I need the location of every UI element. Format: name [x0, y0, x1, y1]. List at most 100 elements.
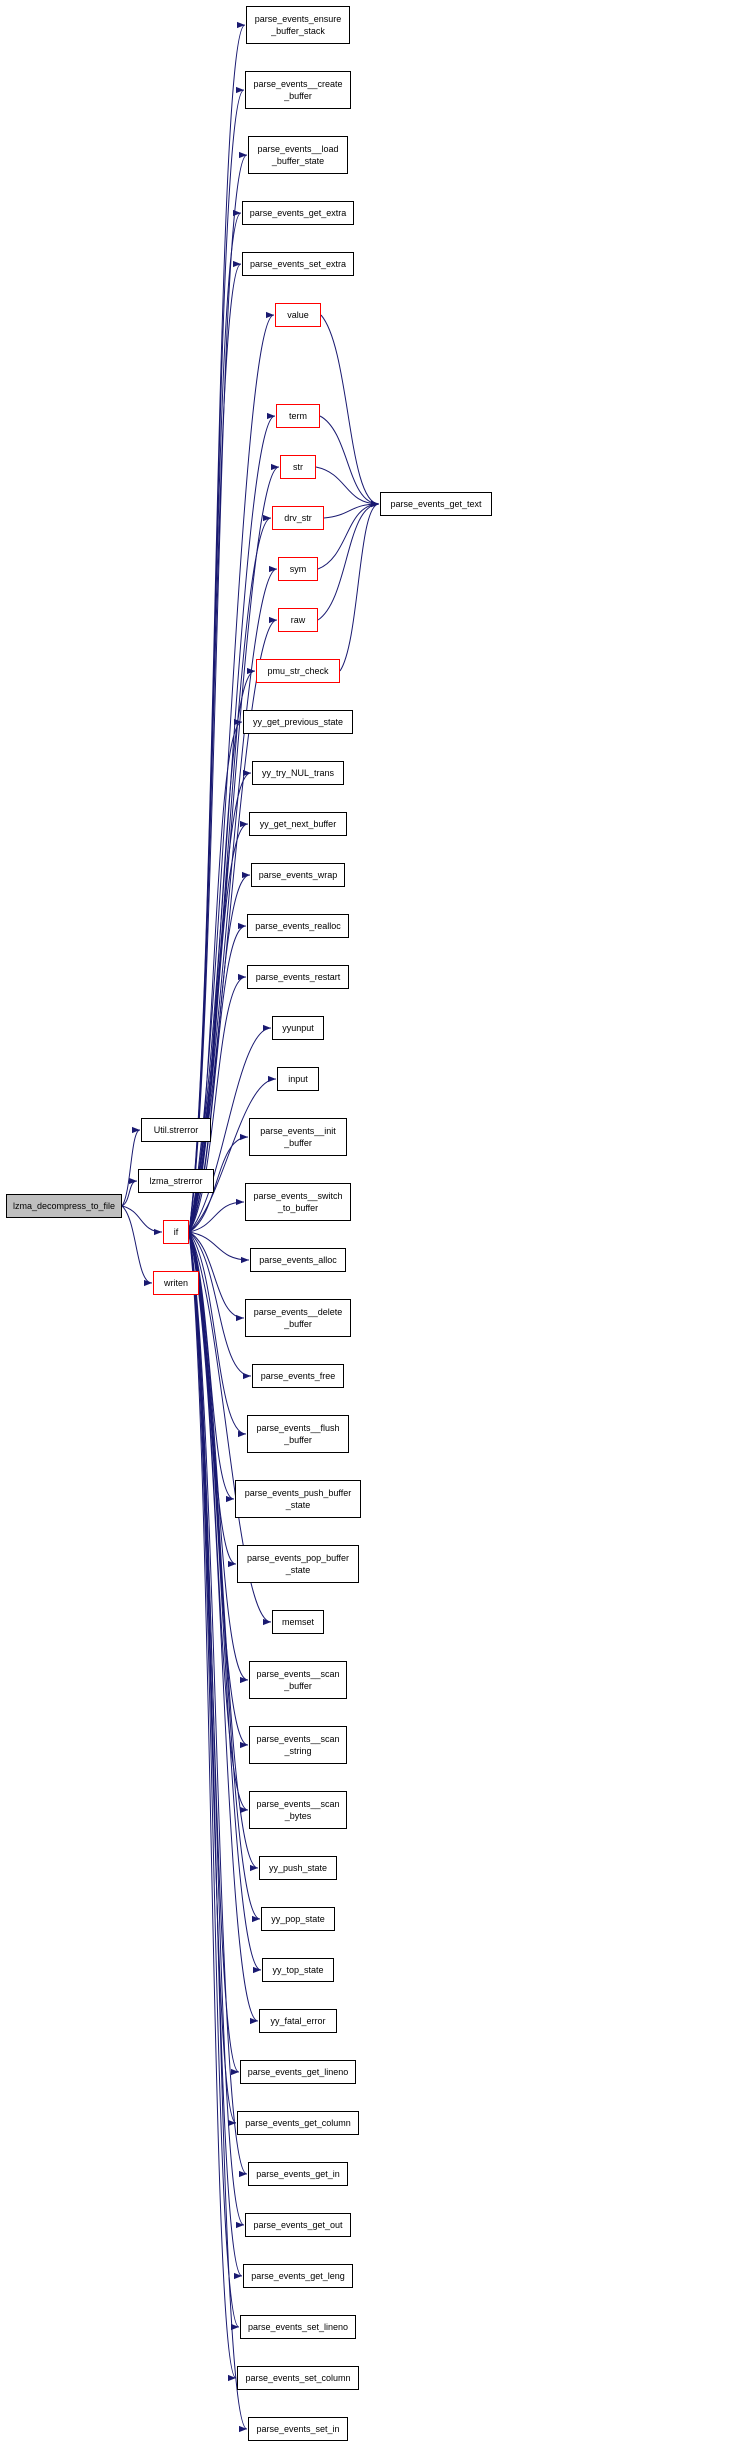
graph-node-label: parse_events_alloc — [259, 1255, 337, 1265]
graph-node-label: yy_pop_state — [271, 1914, 325, 1924]
graph-node-parse-events-scan-string[interactable]: parse_events__scan_string — [249, 1726, 347, 1764]
graph-node-parse-events-get-lineno[interactable]: parse_events_get_lineno — [240, 2060, 356, 2084]
graph-node-parse-events-pop-buffer-state[interactable]: parse_events_pop_buffer_state — [237, 1545, 359, 1583]
graph-node-label: _buffer — [284, 1138, 312, 1148]
graph-node-label: yy_get_previous_state — [252, 717, 344, 727]
graph-node-label: if — [173, 1227, 179, 1237]
call-edge-if-to-parse-events-free — [188, 1231, 252, 1380]
graph-node-parse-events-delete-buffer[interactable]: parse_events__delete_buffer — [245, 1299, 351, 1337]
graph-node-yy-fatal-error[interactable]: yy_fatal_error — [259, 2009, 337, 2033]
graph-node-label: parse_events_push_buffer — [244, 1488, 352, 1498]
call-edge-lzma-decompress-to-file-to-if — [121, 1205, 163, 1236]
graph-node-label: parse_events_get_column — [245, 2118, 351, 2128]
graph-node-value[interactable]: value — [275, 303, 321, 327]
graph-node-label: parse_events_set_extra — [249, 259, 347, 269]
graph-node-pmu-str-check[interactable]: pmu_str_check — [256, 659, 340, 683]
graph-node-label: _buffer — [284, 91, 312, 101]
graph-node-label: str — [293, 462, 303, 472]
graph-node-yy-try-NUL-trans[interactable]: yy_try_NUL_trans — [252, 761, 344, 785]
graph-node-parse-events-create-buffer[interactable]: parse_events__create _buffer — [245, 71, 351, 109]
graph-node-sym[interactable]: sym — [278, 557, 318, 581]
graph-node-memset[interactable]: memset — [272, 1610, 324, 1634]
call-edge-if-to-parse-events-switch-to-buffer — [188, 1198, 245, 1233]
graph-node-raw[interactable]: raw — [278, 608, 318, 632]
graph-node-label: lzma_strerror — [149, 1176, 203, 1186]
graph-node-label: parse_events__init — [260, 1126, 336, 1136]
graph-node-parse-events-get-extra[interactable]: parse_events_get_extra — [242, 201, 354, 225]
graph-node-writen[interactable]: writen — [153, 1271, 199, 1295]
graph-node-yy-get-next-buffer[interactable]: yy_get_next_buffer — [249, 812, 347, 836]
call-edge-if-to-memset — [188, 1231, 272, 1626]
graph-node-parse-events-load-buffer-state[interactable]: parse_events__load_buffer_state — [248, 136, 348, 174]
graph-node-parse-events-set-lineno[interactable]: parse_events_set_lineno — [240, 2315, 356, 2339]
graph-node-lzma-strerror[interactable]: lzma_strerror — [138, 1169, 214, 1193]
graph-node-label: _buffer_stack — [271, 26, 325, 36]
graph-node-parse-events-get-leng[interactable]: parse_events_get_leng — [243, 2264, 353, 2288]
graph-node-label: parse_events__scan — [256, 1734, 340, 1744]
call-edge-if-to-yy-pop-state — [188, 1231, 261, 1922]
graph-node-label: _bytes — [284, 1811, 312, 1821]
call-edge-if-to-parse-events-set-in — [188, 1231, 248, 2432]
graph-node-label: parse_events_wrap — [258, 870, 338, 880]
graph-node-parse-events-realloc[interactable]: parse_events_realloc — [247, 914, 349, 938]
call-edge-str-to-parse-events-get-text — [315, 466, 380, 508]
graph-node-parse-events-get-out[interactable]: parse_events_get_out — [245, 2213, 351, 2237]
graph-node-label: _buffer_state — [271, 156, 325, 166]
graph-node-yy-top-state[interactable]: yy_top_state — [262, 1958, 334, 1982]
call-edge-raw-to-parse-events-get-text — [317, 500, 380, 621]
call-edge-value-to-parse-events-get-text — [320, 314, 380, 508]
graph-node-yy-push-state[interactable]: yy_push_state — [259, 1856, 337, 1880]
graph-node-label: parse_events_get_lineno — [247, 2067, 349, 2077]
graph-node-input[interactable]: input — [277, 1067, 319, 1091]
graph-node-parse-events-get-in[interactable]: parse_events_get_in — [248, 2162, 348, 2186]
call-edge-if-to-parse-events-get-out — [188, 1231, 245, 2228]
graph-node-drv-str[interactable]: drv_str — [272, 506, 324, 530]
graph-node-parse-events-scan-buffer[interactable]: parse_events__scan_buffer — [249, 1661, 347, 1699]
call-edge-if-to-parse-events-init-buffer — [188, 1133, 249, 1233]
graph-node-yy-pop-state[interactable]: yy_pop_state — [261, 1907, 335, 1931]
graph-node-label: parse_events_get_leng — [251, 2271, 345, 2281]
graph-node-parse-events-scan-bytes[interactable]: parse_events__scan_bytes — [249, 1791, 347, 1829]
call-edge-term-to-parse-events-get-text — [319, 415, 380, 508]
graph-node-yy-get-previous-state[interactable]: yy_get_previous_state — [243, 710, 353, 734]
graph-node-label: parse_events_set_in — [256, 2424, 340, 2434]
graph-node-str[interactable]: str — [280, 455, 316, 479]
graph-node-parse-events-get-column[interactable]: parse_events_get_column — [237, 2111, 359, 2135]
call-edge-if-to-parse-events-push-buffer-state — [188, 1231, 235, 1503]
graph-node-lzma-decompress-to-file: lzma_decompress_to_file — [6, 1194, 122, 1218]
graph-node-label: raw — [290, 615, 306, 625]
call-edge-if-to-parse-events-restart — [188, 973, 247, 1233]
graph-node-Util-strerror[interactable]: Util.strerror — [141, 1118, 211, 1142]
graph-node-parse-events-set-in[interactable]: parse_events_set_in — [248, 2417, 348, 2441]
graph-node-label: parse_events_free — [260, 1371, 336, 1381]
graph-node-parse-events-restart[interactable]: parse_events_restart — [247, 965, 349, 989]
graph-node-parse-events-wrap[interactable]: parse_events_wrap — [251, 863, 345, 887]
graph-node-parse-events-get-text[interactable]: parse_events_get_text — [380, 492, 492, 516]
call-edge-if-to-parse-events-delete-buffer — [188, 1231, 245, 1322]
graph-node-label: parse_events_get_extra — [249, 208, 347, 218]
graph-node-parse-events-ensure-buffer-stack[interactable]: parse_events_ensure_buffer_stack — [246, 6, 350, 44]
graph-node-parse-events-init-buffer[interactable]: parse_events__init _buffer — [249, 1118, 347, 1156]
graph-node-parse-events-flush-buffer[interactable]: parse_events__flush_buffer — [247, 1415, 349, 1453]
graph-node-label: parse_events__create — [253, 79, 343, 89]
graph-node-parse-events-set-extra[interactable]: parse_events_set_extra — [242, 252, 354, 276]
graph-node-term[interactable]: term — [276, 404, 320, 428]
graph-node-label: writen — [163, 1278, 188, 1288]
graph-node-parse-events-set-column[interactable]: parse_events_set_column — [237, 2366, 359, 2390]
graph-node-label: lzma_decompress_to_file — [12, 1201, 116, 1211]
graph-node-yyunput[interactable]: yyunput — [272, 1016, 324, 1040]
graph-node-parse-events-alloc[interactable]: parse_events_alloc — [250, 1248, 346, 1272]
graph-node-label: parse_events_set_lineno — [247, 2322, 349, 2332]
graph-node-label: _state — [285, 1565, 311, 1575]
graph-node-label: parse_events_get_out — [253, 2220, 343, 2230]
graph-node-label: term — [289, 411, 307, 421]
graph-node-parse-events-free[interactable]: parse_events_free — [252, 1364, 344, 1388]
graph-node-parse-events-switch-to-buffer[interactable]: parse_events__switch_to_buffer — [245, 1183, 351, 1221]
call-edge-pmu-str-check-to-parse-events-get-text — [339, 500, 380, 672]
graph-node-if[interactable]: if — [163, 1220, 189, 1244]
graph-node-parse-events-push-buffer-state[interactable]: parse_events_push_buffer_state — [235, 1480, 361, 1518]
graph-node-label: value — [287, 310, 309, 320]
graph-node-label: yyunput — [282, 1023, 314, 1033]
